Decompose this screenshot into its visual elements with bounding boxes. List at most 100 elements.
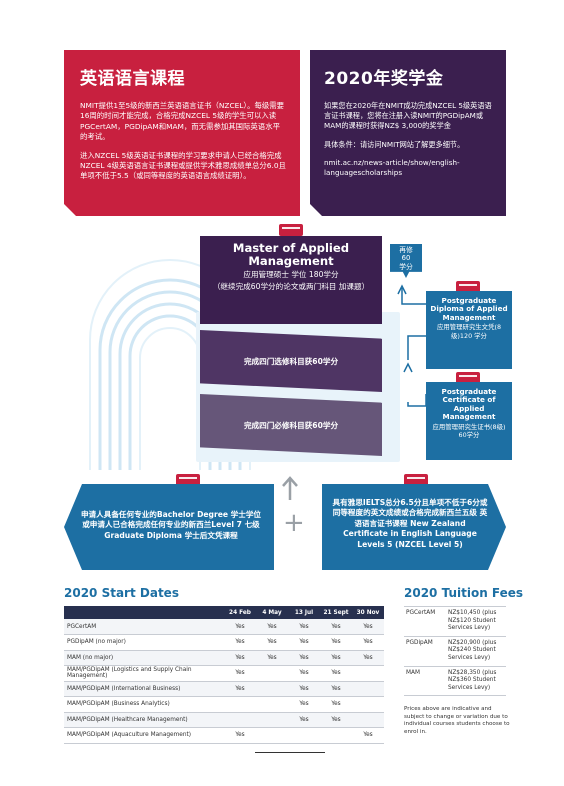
plus-icon: + bbox=[283, 508, 305, 538]
elective-courses-stripe: 完成四门选修科目获60学分 bbox=[200, 330, 382, 392]
pgcert-credits: 应用管理研究生证书(8级) 60学分 bbox=[432, 422, 506, 440]
pgdip-title: Postgraduate Diploma of Applied Manageme… bbox=[430, 296, 508, 322]
availability-cell: Yes bbox=[352, 727, 384, 744]
fee-value: NZ$20,900 (plus NZ$240 Student Services … bbox=[446, 636, 506, 667]
compulsory-courses-stripe: 完成四门必修科目获60学分 bbox=[200, 394, 382, 456]
fee-value: NZ$10,450 (plus NZ$120 Student Services … bbox=[446, 606, 506, 637]
english-courses-paragraph-2: 进入NZCEL 5级英语证书课程的学习要求申请人已经合格完成NZCEL 4级英语… bbox=[80, 150, 286, 181]
availability-cell: Yes bbox=[352, 634, 384, 651]
programme-name: MAM/PGDipAM (Aquaculture Management) bbox=[64, 727, 224, 744]
programme-name: PGDipAM bbox=[404, 636, 446, 667]
availability-cell: Yes bbox=[320, 650, 352, 666]
availability-cell bbox=[256, 681, 288, 697]
pgdip-box: Postgraduate Diploma of Applied Manageme… bbox=[426, 291, 512, 369]
availability-cell bbox=[352, 681, 384, 697]
bubble-line-2: 60 bbox=[401, 254, 411, 263]
availability-cell: Yes bbox=[320, 681, 352, 697]
availability-cell: Yes bbox=[224, 665, 256, 682]
scholarship-link[interactable]: nmit.ac.nz/news-article/show/english-lan… bbox=[324, 157, 460, 178]
table-row: MAM/PGDipAM (Logistics and Supply Chain … bbox=[64, 665, 384, 682]
availability-cell bbox=[256, 696, 288, 713]
availability-cell: Yes bbox=[224, 650, 256, 666]
cap-ribbon-icon bbox=[404, 474, 428, 486]
availability-cell bbox=[352, 712, 384, 728]
tuition-fees-note: Prices above are indicative and subject … bbox=[404, 706, 510, 735]
availability-cell bbox=[224, 712, 256, 728]
availability-cell: Yes bbox=[256, 650, 288, 666]
column-header: 24 Feb bbox=[224, 606, 256, 619]
scholarship-paragraph-1: 如果您在2020年在NMIT成功完成NZCEL 5级英语语言证书课程，您将在注册… bbox=[324, 101, 492, 131]
programme-name: MAM/PGDipAM (Business Analytics) bbox=[64, 696, 224, 713]
programme-name: PGCertAM bbox=[404, 606, 446, 637]
pgcert-box: Postgraduate Certificate of Applied Mana… bbox=[426, 382, 512, 460]
availability-cell: Yes bbox=[320, 634, 352, 651]
programme-name: MAM (no major) bbox=[64, 650, 224, 666]
entry-requirement-degree: 申请人具备任何专业的Bachelor Degree 学士学位 或申请人已合格完成… bbox=[64, 484, 274, 570]
availability-cell: Yes bbox=[352, 619, 384, 635]
entry-requirement-english: 具有雅思IELTS总分6.5分且单项不低于6分或同等程度的英文成绩或合格完成新西… bbox=[322, 484, 506, 570]
start-dates-table: 24 Feb 4 May 13 Jul 21 Sept 30 Nov PGCer… bbox=[64, 606, 384, 744]
programme-name: MAM/PGDipAM (Healthcare Management) bbox=[64, 712, 224, 728]
tuition-fees-title: 2020 Tuition Fees bbox=[404, 586, 524, 600]
bubble-line-1: 再修 bbox=[399, 246, 413, 254]
scholarship-box: 2020年奖学金 如果您在2020年在NMIT成功完成NZCEL 5级英语语言证… bbox=[310, 50, 506, 216]
availability-cell bbox=[256, 727, 288, 744]
scholarship-paragraph-2: 具体条件：请访问NMIT网站了解更多细节。 bbox=[324, 139, 465, 149]
compulsory-courses-text: 完成四门必修科目获60学分 bbox=[243, 420, 339, 430]
programme-name: MAM bbox=[404, 666, 446, 697]
column-header: 4 May bbox=[256, 606, 288, 619]
availability-cell bbox=[320, 727, 352, 744]
bubble-line-3: 学分 bbox=[399, 262, 413, 271]
availability-cell: Yes bbox=[288, 665, 320, 682]
cap-ribbon-icon bbox=[279, 224, 303, 236]
availability-cell: Yes bbox=[288, 634, 320, 651]
start-dates-header-row: 24 Feb 4 May 13 Jul 21 Sept 30 Nov bbox=[64, 606, 384, 619]
availability-cell: Yes bbox=[224, 634, 256, 651]
pgdip-credits: 应用管理研究生文凭(8级)120 学分 bbox=[436, 323, 502, 340]
programme-name: MAM/PGDipAM (Logistics and Supply Chain … bbox=[64, 665, 224, 682]
additional-credits-bubble: 再修 60 学分 bbox=[390, 244, 422, 278]
english-courses-title: 英语语言课程 bbox=[80, 69, 185, 89]
availability-cell: Yes bbox=[288, 712, 320, 728]
column-header: 13 Jul bbox=[288, 606, 320, 619]
availability-cell: Yes bbox=[320, 665, 352, 682]
mam-credits: 应用管理硕士 学位 180学分 bbox=[243, 270, 339, 279]
availability-cell: Yes bbox=[288, 696, 320, 713]
availability-cell: Yes bbox=[320, 619, 352, 635]
availability-cell bbox=[352, 665, 384, 682]
column-header bbox=[64, 606, 224, 619]
english-courses-box: 英语语言课程 NMIT提供1至5级的新西兰英语语言证书（NZCEL）。每级需要1… bbox=[64, 50, 300, 216]
availability-cell bbox=[256, 665, 288, 682]
programme-name: PGDipAM (no major) bbox=[64, 634, 224, 651]
start-dates-title: 2020 Start Dates bbox=[64, 586, 179, 600]
entry-english-text: 具有雅思IELTS总分6.5分且单项不低于6分或同等程度的英文成绩或合格完成新西… bbox=[332, 498, 488, 549]
availability-cell: Yes bbox=[288, 681, 320, 697]
master-applied-management-box: Master of Applied Management 应用管理硕士 学位 1… bbox=[200, 236, 382, 324]
column-header: 21 Sept bbox=[320, 606, 352, 619]
availability-cell: Yes bbox=[288, 650, 320, 666]
up-arrow-icon bbox=[282, 476, 298, 500]
programme-name: MAM/PGDipAM (International Business) bbox=[64, 681, 224, 697]
entry-degree-text: 申请人具备任何专业的Bachelor Degree 学士学位 或申请人已合格完成… bbox=[80, 510, 262, 540]
cap-ribbon-icon bbox=[176, 474, 200, 486]
availability-cell: Yes bbox=[224, 619, 256, 635]
fee-value: NZ$28,350 (plus NZ$360 Student Services … bbox=[446, 666, 506, 697]
availability-cell: Yes bbox=[224, 727, 256, 744]
availability-cell bbox=[256, 712, 288, 728]
availability-cell: Yes bbox=[288, 619, 320, 635]
english-courses-paragraph-1: NMIT提供1至5级的新西兰英语语言证书（NZCEL）。每级需要16周的时间才能… bbox=[80, 101, 285, 142]
availability-cell: Yes bbox=[224, 681, 256, 697]
cap-ribbon-icon bbox=[456, 372, 480, 384]
column-header: 30 Nov bbox=[352, 606, 384, 619]
availability-cell bbox=[224, 696, 256, 713]
cap-ribbon-icon bbox=[456, 281, 480, 293]
availability-cell bbox=[352, 696, 384, 713]
availability-cell: Yes bbox=[256, 634, 288, 651]
